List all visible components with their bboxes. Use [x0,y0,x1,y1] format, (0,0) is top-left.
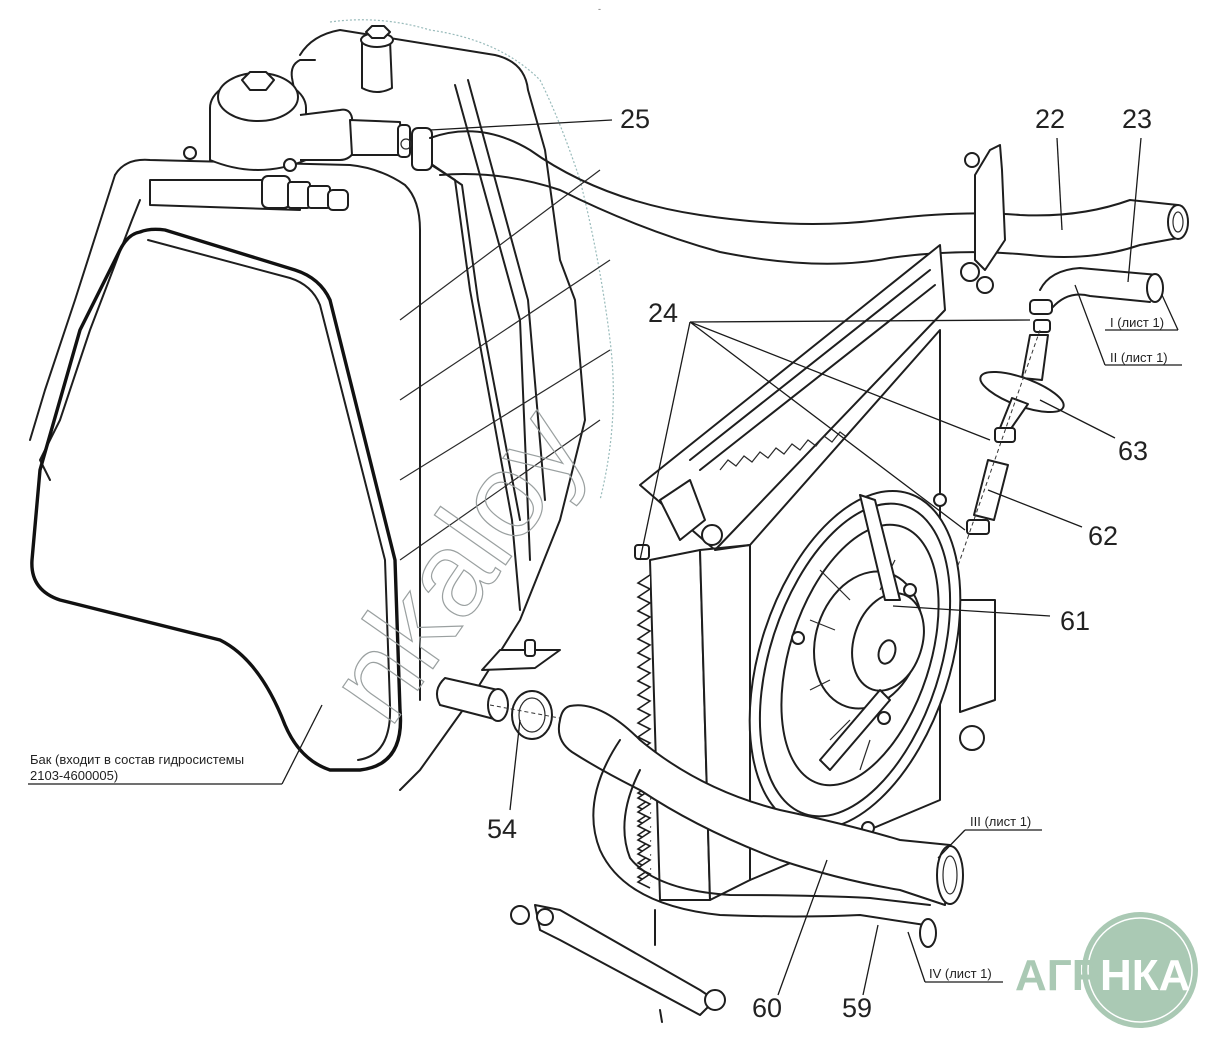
sheet-ref-IV: IV (лист 1) [929,966,992,981]
title-marker: - [598,4,601,14]
callout-24: 24 [648,298,678,328]
sheet-ref-II: II (лист 1) [1110,350,1168,365]
callout-60: 60 [752,993,782,1023]
tank-note-line1: Бак (входит в состав гидросистемы [30,752,244,767]
hose-22 [429,130,1189,265]
hose-23 [1029,267,1164,315]
callout-63: 63 [1118,436,1148,466]
hose-60 [557,704,964,906]
logo-left-text: АГРО [1015,951,1135,1000]
tank-note-line2: 2103-4600005) [30,768,118,783]
callout-54: 54 [487,814,517,844]
callout-59: 59 [842,993,872,1023]
callout-23: 23 [1122,104,1152,134]
hydraulic-tank [29,19,614,791]
callout-22: 22 [1035,104,1065,134]
logo-circle [1082,912,1198,1028]
leader-lines [28,119,1182,996]
mounting-bracket-bottom [510,904,726,1023]
sheet-ref-III: III (лист 1) [970,814,1031,829]
brand-logo: АГРО НКА [1015,912,1198,1028]
logo-right-text: НКА [1100,951,1190,1000]
callout-62: 62 [1088,521,1118,551]
hose-59 [592,739,937,948]
callout-61: 61 [1060,606,1090,636]
radiator-fins [636,574,652,889]
sheet-ref-I: I (лист 1) [1110,315,1164,330]
callout-25: 25 [620,104,650,134]
mounting-bracket-top [960,144,1006,294]
